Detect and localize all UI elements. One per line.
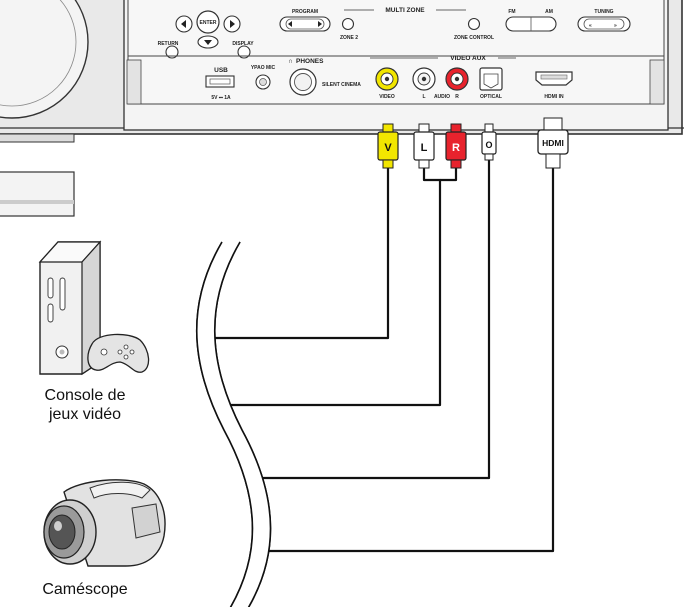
hdmi-in-label: HDMI IN [544,94,564,100]
audio-right-jack-pin [454,76,460,82]
zone-control-label: ZONE CONTROL [454,35,494,41]
tuning-up-icon: » [614,23,617,29]
video-plug-tip [382,123,394,133]
audio-left-jack-pin [421,76,427,82]
right-plug-label: R [452,142,460,154]
hdmi-plug-label: HDMI [542,138,564,148]
return-label: RETURN [158,41,179,47]
video-jack-pin [384,76,390,82]
gamepad-dpad [100,348,108,356]
program-next-icon [318,21,322,27]
gamepad-button-c [117,349,123,355]
gamepad-button-a [123,344,129,350]
hdmi-cable [266,168,555,553]
right-notch [649,59,665,105]
wavy-separator-strokes [196,241,272,607]
video-plug-boot [382,159,394,169]
camcorder-lens-highlight [54,521,62,531]
cursor-right-icon [230,20,235,28]
gamepad-button-b [129,349,135,355]
stacked-unit-top [0,133,75,143]
wave-line-right-stroke [214,241,272,607]
console-caption: Console de jeux vidéo [20,386,150,424]
program-rocker-inner [285,18,325,30]
tuning-down-icon: « [589,23,592,29]
fm-label: FM [508,9,515,15]
hdmi-plug-tip [543,117,563,131]
headphone-icon: ∩ [288,58,293,65]
gamepad-button-d [123,354,129,360]
left-plug-tip [418,123,430,133]
left-plug-boot [418,159,430,169]
optical-label: OPTICAL [480,94,502,100]
left-notch [126,59,142,105]
audio-right-label: R [455,94,459,100]
usb-port-inner [209,78,231,85]
silent-cinema-label: SILENT CINEMA [322,82,361,88]
phones-label: PHONES [296,58,324,65]
phones-jack-inner [294,73,312,91]
wave-line-left-stroke [196,241,254,607]
stacked-unit [0,171,75,217]
console-power-dot [59,349,65,355]
display-button[interactable] [237,45,251,59]
plugs: V L R O HDMI [377,117,569,169]
video-jack-label: VIDEO [379,94,395,100]
video-cable [214,168,390,340]
console-caption-line1: Console de [44,387,126,404]
audio-right-cable [440,168,458,182]
zone2-button[interactable] [341,17,355,31]
optical-plug-boot [484,153,494,161]
usb-label: USB [214,67,228,74]
optical-cable [250,160,491,480]
volume-knob-ring [0,0,77,107]
usb-power-label: 5V ⎓ 1A [211,95,231,101]
camcorder-top [89,481,151,499]
return-button[interactable] [165,45,179,59]
display-label: DISPLAY [232,41,254,47]
optical-jack-inner [483,73,499,89]
enter-button[interactable] [196,10,220,34]
console-caption-line2: jeux vidéo [48,406,122,423]
receiver-front-panel: ENTER RETURN DISPLAY PROGRAM MULTI ZONE … [0,0,684,217]
camcorder-lens-glass [48,514,76,550]
tuning-rocker-inner [583,18,625,30]
volume-knob[interactable] [0,0,89,119]
video-plug-label: V [384,142,392,154]
cables [214,160,555,553]
camcorder-caption: Caméscope [42,581,128,598]
right-plug-boot [450,159,462,169]
stacked-unit-shade [0,200,74,204]
wave-gap [196,242,271,607]
audio-cable [230,168,442,407]
ypao-mic-jack-inner [259,78,267,86]
cursor-left-icon [181,20,186,28]
video-aux-label: VIDEO AUX [450,55,486,62]
program-prev-icon [288,21,292,27]
console-slot-1 [47,277,54,299]
program-label: PROGRAM [292,9,318,15]
ypao-label: YPAO MIC [251,65,276,71]
optical-plug-label: O [485,140,492,150]
camcorder-side-panel [131,503,161,539]
am-label: AM [545,9,553,15]
audio-left-label: L [422,94,425,100]
left-plug-label: L [421,142,428,154]
hdmi-in-port-inner [540,74,568,80]
game-console-illustration [38,240,150,376]
console-slot-2 [59,277,66,311]
enter-label: ENTER [200,20,217,26]
multi-zone-label: MULTI ZONE [385,7,425,14]
zone2-label: ZONE 2 [340,35,358,41]
right-plug-tip [450,123,462,133]
console-slot-3 [47,303,54,323]
cursor-down-icon [204,40,212,45]
zone-control-button[interactable] [467,17,481,31]
optical-plug-tip [484,123,494,133]
hdmi-plug-boot [545,153,561,169]
tuning-label: TUNING [594,9,613,15]
audio-label: AUDIO [434,94,450,100]
camcorder-illustration [43,479,166,567]
